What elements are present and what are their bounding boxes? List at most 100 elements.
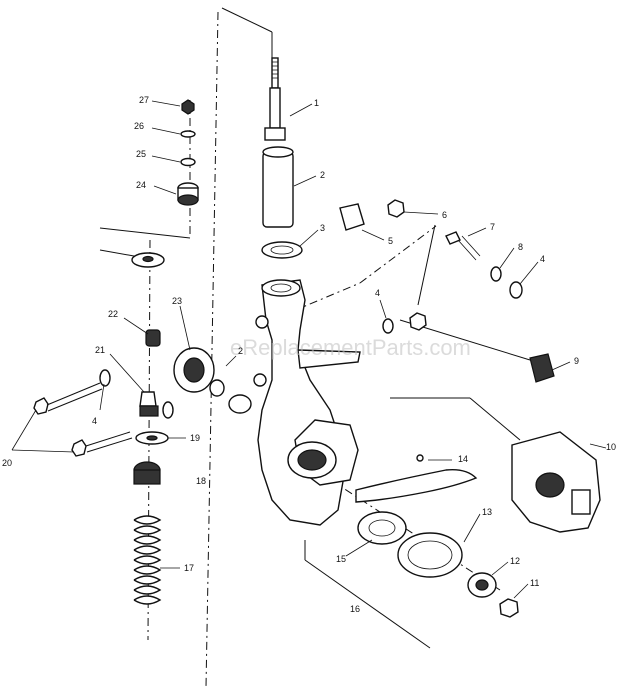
- spring-assembly: [133, 461, 162, 605]
- leader-2a: [293, 175, 317, 187]
- leader-20-lower: [11, 449, 75, 453]
- washer-4-center: [382, 318, 394, 334]
- bracket-5: [339, 203, 365, 231]
- callout-23: 23: [172, 296, 182, 306]
- callout-3: 3: [320, 223, 325, 233]
- leader-4-right: [519, 261, 539, 285]
- caliper-10-piston: [535, 472, 565, 498]
- washer-25: [180, 157, 196, 167]
- callout-13: 13: [482, 507, 492, 517]
- callout-5: 5: [388, 236, 393, 246]
- bearing-race-13-inner: [407, 540, 453, 570]
- callout-4-center: 4: [375, 288, 380, 298]
- left-hardware: [99, 329, 252, 445]
- top-mount-stack: [131, 99, 199, 268]
- callout-17: 17: [184, 563, 194, 573]
- washer-19-hole: [146, 435, 158, 441]
- bolt-20-upper-shank-b: [47, 388, 103, 412]
- bolt-20-lower-shank-a: [85, 431, 131, 447]
- bolt-20-lower-head: [71, 439, 87, 457]
- strut-threaded-end: [271, 57, 279, 89]
- hub-hardware: [355, 454, 519, 618]
- fitting-14: [416, 454, 424, 462]
- strut-rod-collar: [264, 127, 286, 141]
- callout-12: 12: [510, 556, 520, 566]
- bolt-20-upper-shank-a: [46, 382, 101, 406]
- nut-11: [499, 598, 519, 618]
- leader-11: [513, 583, 529, 599]
- leader-4-center: [379, 299, 387, 319]
- leader-21: [109, 353, 145, 393]
- washer-4-right: [509, 281, 523, 299]
- leader-24: [153, 185, 177, 195]
- bracket-leader: [417, 224, 436, 306]
- callout-2: 2: [320, 170, 325, 180]
- callout-14: 14: [458, 454, 468, 464]
- callout-6: 6: [442, 210, 447, 220]
- upper-pin-axis-b: [359, 225, 437, 284]
- leader-27: [151, 100, 181, 107]
- nut-27: [181, 99, 195, 115]
- main-axis-line: [205, 11, 219, 687]
- bolt-20-upper-head: [33, 397, 49, 415]
- leader-6: [403, 211, 439, 215]
- callout-7: 7: [490, 222, 495, 232]
- washer-26: [180, 130, 196, 138]
- watermark-text: eReplacementParts.com: [230, 335, 471, 360]
- callout-18: 18: [196, 476, 206, 486]
- bump-stop-18-body: [133, 469, 161, 485]
- upper-mount-hole: [142, 255, 154, 263]
- leader-13: [463, 513, 481, 543]
- leader-9: [551, 361, 571, 371]
- coil-spring-17: [133, 515, 162, 605]
- steering-knuckle: [253, 279, 361, 526]
- bearing-2: [209, 379, 225, 397]
- bolt-7-head: [445, 231, 461, 245]
- callout-9: 9: [574, 356, 579, 366]
- callout-8: 8: [518, 242, 523, 252]
- leader-23: [179, 305, 191, 351]
- brake-caliper: [511, 431, 601, 533]
- knuckle-lower-boss: [253, 373, 267, 387]
- leader-3: [299, 229, 319, 247]
- fitting-21-base: [139, 405, 159, 417]
- callout-26: 26: [134, 121, 144, 131]
- bearing-race-13: [397, 532, 463, 578]
- strut-threads: [272, 61, 278, 79]
- knuckle-top-bore: [270, 283, 292, 293]
- bearing-12-bore: [475, 579, 489, 591]
- washer-8: [490, 266, 502, 282]
- bushing-22: [145, 329, 161, 347]
- leader-25: [151, 155, 181, 163]
- seal-15-inner: [368, 519, 396, 537]
- callout-19: 19: [190, 433, 200, 443]
- callout-24: 24: [136, 180, 146, 190]
- leader-20-upper: [11, 409, 37, 451]
- bolts-20: [33, 382, 133, 457]
- callout-22: 22: [108, 309, 118, 319]
- o-ring-2: [228, 394, 252, 414]
- leader-15: [345, 539, 373, 557]
- nut-6-lower: [409, 312, 427, 331]
- callout-15: 15: [336, 554, 346, 564]
- leader-1: [289, 103, 313, 117]
- leader-22: [123, 317, 149, 335]
- brake-line-14: [355, 468, 478, 503]
- strut-seal-ring-inner: [270, 245, 294, 255]
- leader-lines: [11, 100, 607, 599]
- washer-4-mid: [162, 401, 174, 419]
- strut-assembly: [261, 57, 303, 259]
- callout-4-right: 4: [540, 254, 545, 264]
- callout-25: 25: [136, 149, 146, 159]
- strut-rod: [269, 87, 281, 129]
- leader-26: [151, 127, 181, 135]
- knuckle-top-boss: [261, 279, 301, 297]
- leader-10: [589, 443, 607, 449]
- caliper-leader-b: [469, 397, 521, 441]
- callout-4-left: 4: [92, 416, 97, 426]
- callout-10: 10: [606, 442, 616, 452]
- top-left-leader: [99, 227, 191, 239]
- leader-4-left: [99, 383, 105, 411]
- leader-12: [491, 561, 509, 576]
